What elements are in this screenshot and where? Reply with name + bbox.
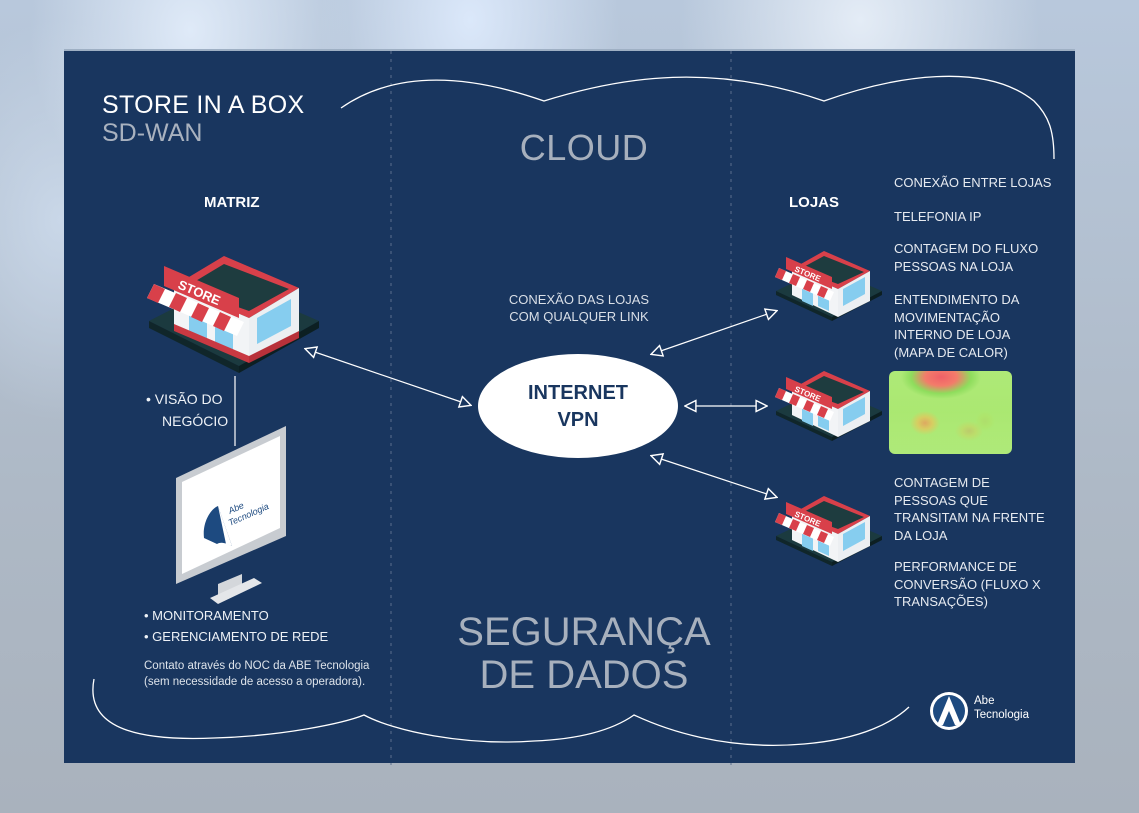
abe-tecnologia-logo-icon [930,692,968,730]
loja-store-icon-2: STORE [775,371,882,441]
diagram-panel: STORE Abe Tecnologia [64,49,1075,765]
arrow-matriz-internet [306,349,470,405]
vision-bullet-line2: NEGÓCIO [162,413,229,429]
cloud-outline-bottom [92,678,910,746]
matriz-heading: MATRIZ [204,194,260,211]
vision-bullet: • VISÃO DO [146,391,223,407]
monitor-icon: Abe Tecnologia [176,426,286,604]
feature-mapa-calor: ENTENDIMENTO DA MOVIMENTAÇÃO INTERNO DE … [894,292,1020,360]
connection-text-line1: CONEXÃO DAS LOJAS [508,292,650,307]
lojas-heading: LOJAS [789,194,840,211]
hub-label-vpn: VPN [557,409,599,431]
page-title: STORE IN A BOX [102,91,305,119]
heatmap-image [889,371,1012,454]
loja-store-icon-1: STORE [775,251,882,321]
noc-note-line1: Contato através do NOC da ABE Tecnologia [144,660,370,672]
hub-label-internet: INTERNET [528,382,628,404]
noc-note-line2: (sem necessidade de acesso a operadora). [144,676,366,688]
cloud-outline-top [340,75,1055,160]
cloud-label: CLOUD [519,127,649,168]
arrow-internet-loja1 [652,311,776,354]
bullet-monitoramento: • MONITORAMENTO [144,608,269,623]
footer-logo-line2: Tecnologia [974,709,1029,721]
feature-conexao: CONEXÃO ENTRE LOJAS [894,175,1052,190]
page-subtitle: SD-WAN [102,119,203,147]
feature-telefonia: TELEFONIA IP [894,209,982,224]
connection-text-line2: COM QUALQUER LINK [509,309,649,324]
feature-contagem-fluxo: CONTAGEM DO FLUXO PESSOAS NA LOJA [894,241,1039,274]
feature-contagem-frente: CONTAGEM DE PESSOAS QUE TRANSITAM NA FRE… [894,475,1045,543]
internet-vpn-hub [478,354,678,458]
feature-performance: PERFORMANCE DE CONVERSÃO (FLUXO X TRANSA… [894,559,1041,609]
loja-store-icon-3: STORE [775,496,882,566]
footer-logo-line1: Abe [974,695,995,707]
connector-layer: STORE Abe Tecnologia [92,51,1055,765]
arrow-internet-loja3 [652,456,776,497]
matriz-store-icon: STORE [147,256,319,373]
bullet-gerenciamento: • GERENCIAMENTO DE REDE [144,629,329,644]
security-label: SEGURANÇA DE DADOS [457,610,711,697]
